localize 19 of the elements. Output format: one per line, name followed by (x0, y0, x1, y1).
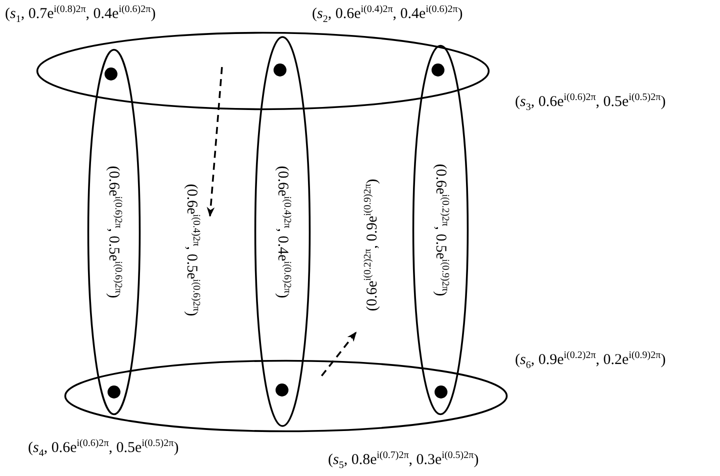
hyperedge-ellipse (255, 33, 310, 430)
vertex-dot (273, 63, 287, 77)
vertex-label: (s$_{1}$, 0.7e$^{i(0.8)2π}$, 0.4e$^{i(0.6)2π}$) (5, 4, 156, 25)
vertex-dot (431, 63, 445, 77)
hyperedge-ellipse (88, 46, 140, 418)
vertex-label: (s$_{4}$, 0.6e$^{i(0.6)2π}$, 0.5e$^{i(0.5)2π}$) (28, 438, 179, 459)
hyperedge-ellipse (35, 32, 491, 110)
vertex-label: (s$_{5}$, 0.8e$^{i(0.7)2π}$, 0.3e$^{i(0.5)2π}$) (328, 450, 479, 471)
hyperedge-ellipse (63, 360, 509, 432)
vertex-label: (s$_{2}$, 0.6e$^{i(0.4)2π}$, 0.4e$^{i(0.6)2π}$) (312, 4, 463, 25)
vertex-dot (107, 385, 121, 399)
dashed-arrow (206, 67, 223, 217)
hyperedge-ellipse (413, 42, 468, 418)
vertex-dot (434, 385, 448, 399)
vertex-label: (s$_{6}$, 0.9e$^{i(0.2)2π}$, 0.2e$^{i(0.9)2π}$) (515, 350, 666, 371)
vertex-dot (275, 383, 289, 397)
vertex-dot (104, 67, 118, 81)
dashed-arrow (320, 332, 357, 376)
vertex-label: (s$_{3}$, 0.6e$^{i(0.6)2π}$, 0.5e$^{i(0.5)2π}$) (515, 92, 666, 113)
